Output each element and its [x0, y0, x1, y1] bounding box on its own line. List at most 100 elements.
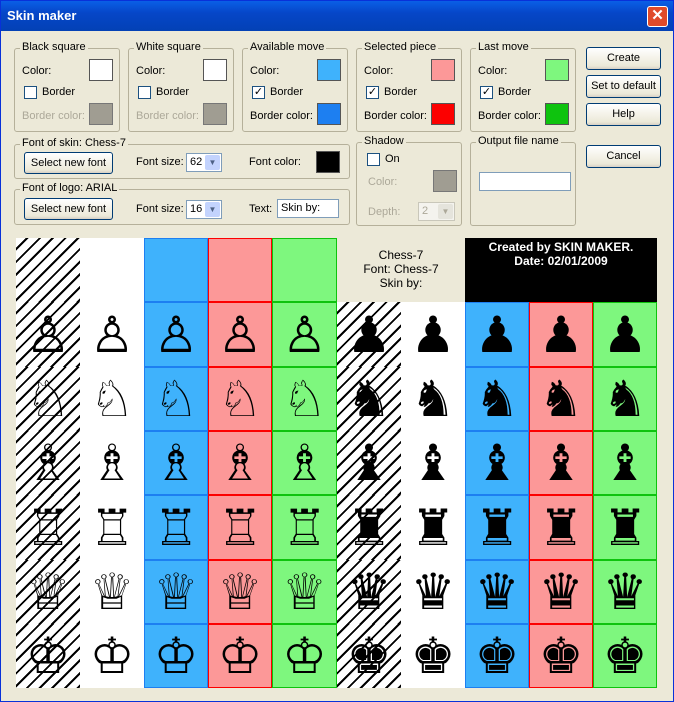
- available-move-border-color-swatch[interactable]: [317, 103, 341, 125]
- output-file-title: Output file name: [476, 135, 561, 147]
- border-label: Border: [42, 86, 76, 98]
- white-square-border-color-swatch[interactable]: [203, 103, 227, 125]
- border-label: Border: [156, 86, 190, 98]
- black-piece-icon: ♚: [474, 627, 520, 685]
- black-piece-icon: ♜: [602, 498, 648, 557]
- black-square-color-swatch[interactable]: [89, 59, 113, 81]
- last-move-border-color-swatch[interactable]: [545, 103, 569, 125]
- help-button[interactable]: Help: [586, 103, 661, 126]
- preview-square: ♝: [529, 431, 593, 495]
- close-button[interactable]: ✕: [647, 6, 668, 27]
- selected-piece-border-color-swatch[interactable]: [431, 103, 455, 125]
- skin-font-size-select[interactable]: 62▼: [186, 153, 222, 172]
- selected-piece-title: Selected piece: [362, 41, 439, 53]
- black-piece-icon: ♟: [538, 305, 584, 364]
- black-piece-icon: ♝: [602, 434, 648, 492]
- preview-square: ♗: [144, 431, 208, 495]
- preview-square: ♜: [401, 495, 465, 560]
- preview-square: ♚: [465, 624, 529, 688]
- available-move-border-checkbox[interactable]: ✓: [252, 86, 265, 99]
- white-square-title: White square: [134, 41, 203, 53]
- black-piece-icon: ♝: [474, 434, 520, 492]
- available-move-color-swatch[interactable]: [317, 59, 341, 81]
- chevron-down-icon: ▼: [438, 204, 453, 219]
- preview-square: ♟: [593, 302, 657, 367]
- chevron-down-icon: ▼: [205, 202, 220, 217]
- white-piece-icon: ♘: [25, 370, 71, 428]
- preview-square: ♙: [144, 302, 208, 367]
- preview-square: ♙: [16, 302, 80, 367]
- white-piece-icon: ♗: [89, 434, 135, 492]
- create-button[interactable]: Create: [586, 47, 661, 70]
- black-square-border-checkbox[interactable]: [24, 86, 37, 99]
- logo-banner: Created by SKIN MAKER.Date: 02/01/2009: [465, 238, 657, 302]
- preview-square: ♛: [529, 560, 593, 624]
- window-title: Skin maker: [7, 8, 77, 23]
- preview-square: ♞: [593, 367, 657, 431]
- white-piece-icon: ♔: [282, 627, 327, 685]
- black-square-group: Black square Color: Border Border color:: [14, 41, 120, 132]
- check-icon: ✓: [481, 86, 492, 98]
- select-logo-font-button[interactable]: Select new font: [24, 198, 113, 220]
- black-piece-icon: ♚: [602, 627, 648, 685]
- preview-square: ♗: [272, 431, 337, 495]
- skin-font-color-swatch[interactable]: [316, 151, 340, 173]
- preview-square: ♛: [593, 560, 657, 624]
- selected-piece-border-checkbox[interactable]: ✓: [366, 86, 379, 99]
- black-piece-icon: ♞: [538, 370, 584, 428]
- logo-banner-line: Created by SKIN MAKER.: [488, 240, 634, 254]
- white-piece-icon: ♕: [153, 563, 199, 621]
- black-piece-icon: ♞: [346, 370, 392, 428]
- last-move-border-checkbox[interactable]: ✓: [480, 86, 493, 99]
- selected-piece-color-swatch[interactable]: [431, 59, 455, 81]
- black-square-border-color-swatch[interactable]: [89, 103, 113, 125]
- preview-square: ♛: [465, 560, 529, 624]
- available-move-group: Available move Color: ✓ Border Border co…: [242, 41, 348, 132]
- black-piece-icon: ♛: [346, 563, 392, 621]
- white-piece-icon: ♘: [282, 370, 327, 428]
- shadow-depth-select[interactable]: 2▼: [418, 202, 455, 221]
- available-move-title: Available move: [248, 41, 327, 53]
- preview-empty-square: [16, 238, 80, 302]
- font-of-logo-group: Font of logo: ARIAL Select new font Font…: [14, 182, 350, 225]
- logo-text-input[interactable]: Skin by:: [277, 199, 339, 218]
- font-of-skin-title: Font of skin: Chess-7: [20, 137, 128, 149]
- white-square-color-swatch[interactable]: [203, 59, 227, 81]
- black-piece-icon: ♛: [474, 563, 520, 621]
- set-to-default-button[interactable]: Set to default: [586, 75, 661, 98]
- black-piece-icon: ♝: [410, 434, 456, 492]
- black-piece-icon: ♜: [410, 498, 456, 557]
- preview-square: ♞: [401, 367, 465, 431]
- white-piece-icon: ♔: [89, 627, 135, 685]
- last-move-color-swatch[interactable]: [545, 59, 569, 81]
- preview-square: ♔: [272, 624, 337, 688]
- logo-font-size-select[interactable]: 16▼: [186, 200, 222, 219]
- skin-font-size-label: Font size:: [136, 156, 184, 168]
- black-piece-icon: ♟: [602, 305, 648, 364]
- black-piece-icon: ♜: [474, 498, 520, 557]
- white-piece-icon: ♕: [89, 563, 135, 621]
- black-piece-icon: ♚: [538, 627, 584, 685]
- preview-square: ♘: [272, 367, 337, 431]
- preview-square: ♚: [337, 624, 401, 688]
- white-piece-icon: ♘: [153, 370, 199, 428]
- skin-info-line: Chess-7: [378, 248, 424, 262]
- white-piece-icon: ♔: [217, 627, 263, 685]
- cancel-button[interactable]: Cancel: [586, 145, 661, 168]
- title-bar: Skin maker: [1, 1, 673, 31]
- white-square-border-checkbox[interactable]: [138, 86, 151, 99]
- border-color-label: Border color:: [250, 110, 313, 122]
- white-piece-icon: ♙: [282, 305, 327, 364]
- black-piece-icon: ♛: [538, 563, 584, 621]
- preview-square: ♜: [337, 495, 401, 560]
- preview-square: ♞: [529, 367, 593, 431]
- shadow-color-swatch[interactable]: [433, 170, 457, 192]
- shadow-on-checkbox[interactable]: [367, 153, 380, 166]
- preview-square: ♘: [80, 367, 144, 431]
- preview-square: ♘: [208, 367, 272, 431]
- output-file-input[interactable]: [479, 172, 571, 191]
- select-skin-font-button[interactable]: Select new font: [24, 152, 113, 174]
- skin-preview-board: ♙♘♗♖♕♔♙♘♗♖♕♔♙♘♗♖♕♔♙♘♗♖♕♔♙♘♗♖♕♔♟♞♝♜♛♚♟♞♝♜…: [16, 238, 657, 688]
- color-label: Color:: [250, 65, 280, 77]
